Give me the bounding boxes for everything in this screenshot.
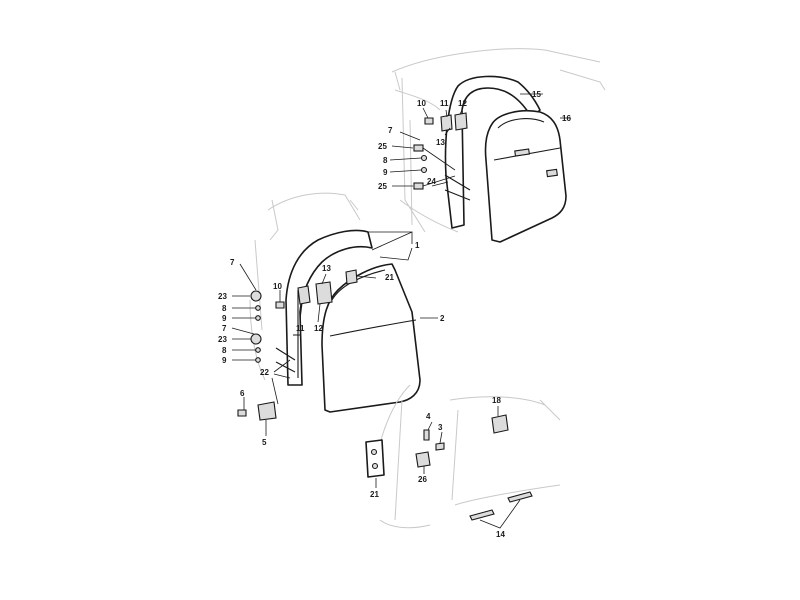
rear-door-handle [514, 148, 530, 157]
front-nut-9a [255, 315, 261, 321]
rear-washer-8 [420, 154, 428, 162]
callout-25a: 25 [378, 142, 387, 151]
callout-12b: 12 [314, 324, 323, 333]
rear-upper-bracket-25 [413, 144, 424, 152]
pin-4 [423, 429, 430, 441]
callout-10a: 10 [417, 99, 426, 108]
rear-nut-9 [420, 166, 428, 174]
rear-door-frame [444, 75, 541, 229]
callout-5: 5 [262, 438, 267, 447]
front-door-panel [321, 263, 421, 413]
rear-door-panel [484, 109, 567, 243]
callout-9a: 9 [383, 168, 388, 177]
callout-7c: 7 [222, 324, 227, 333]
striker-plate-21 [365, 439, 385, 478]
front-nut-9b [255, 357, 261, 363]
front-door-group [237, 192, 421, 421]
callout-1: 1 [415, 241, 420, 250]
sill-clip-14a [469, 509, 495, 521]
rear-bolt-10 [424, 117, 434, 125]
front-lower-bracket-23 [250, 333, 262, 345]
callout-7b: 7 [230, 258, 235, 267]
callout-labels: 15 16 10 11 12 13 7 25 8 9 25 24 1 21 2 … [218, 90, 571, 539]
rear-lower-bracket-25 [413, 182, 424, 190]
callout-8b: 8 [222, 304, 227, 313]
rear-body-outline [391, 48, 606, 233]
bumper-26 [415, 451, 431, 468]
callout-25b: 25 [378, 182, 387, 191]
pillar-hinge-18 [491, 414, 509, 434]
callout-21a: 21 [385, 273, 394, 282]
callout-7a: 7 [388, 126, 393, 135]
sill-clip-14b [507, 491, 533, 503]
callout-18: 18 [492, 396, 501, 405]
rear-door-group [391, 48, 606, 243]
pillar-detail-group [365, 384, 561, 529]
callout-11a: 11 [440, 99, 449, 108]
striker-hole-b [371, 462, 379, 470]
front-washer-8a [255, 305, 261, 311]
callout-15: 15 [532, 90, 541, 99]
rear-upper-hinge-12 [454, 112, 468, 131]
front-hinge-12-13 [315, 281, 333, 305]
pillar-outline [374, 384, 561, 529]
leader-lines [231, 93, 571, 529]
rear-door-lock-cutout [546, 168, 558, 178]
callout-16: 16 [562, 114, 571, 123]
callout-21b: 21 [370, 490, 379, 499]
callout-26: 26 [418, 475, 427, 484]
callout-24: 24 [427, 177, 436, 186]
callout-22: 22 [260, 368, 269, 377]
callout-2: 2 [440, 314, 445, 323]
callout-4: 4 [426, 412, 431, 421]
bolt-3 [435, 442, 445, 451]
callout-11b: 11 [296, 324, 305, 333]
callout-8c: 8 [222, 346, 227, 355]
front-bracket-21 [345, 269, 358, 285]
callout-3: 3 [438, 423, 443, 432]
front-upper-bracket-23 [250, 290, 262, 302]
hinge-bolt-6 [237, 409, 247, 417]
callout-12a: 12 [458, 99, 467, 108]
callout-8a: 8 [383, 156, 388, 165]
front-door-frame-inner [293, 290, 300, 378]
callout-10b: 10 [273, 282, 282, 291]
front-door-frame [285, 229, 373, 386]
front-washer-8b [255, 347, 261, 353]
callout-14: 14 [496, 530, 505, 539]
callout-13a: 13 [436, 138, 445, 147]
callout-6: 6 [240, 389, 245, 398]
callout-23a: 23 [218, 292, 227, 301]
rear-upper-hinge-11 [440, 114, 453, 132]
callout-23b: 23 [218, 335, 227, 344]
front-check-strap-22 [275, 347, 296, 373]
lower-hinge-5 [257, 401, 277, 421]
front-bolt-10 [275, 301, 285, 309]
front-upper-hinge-11 [297, 285, 311, 305]
callout-9b: 9 [222, 314, 227, 323]
callout-13b: 13 [322, 264, 331, 273]
front-body-outline [249, 192, 361, 381]
callout-9c: 9 [222, 356, 227, 365]
striker-hole-a [370, 448, 378, 456]
